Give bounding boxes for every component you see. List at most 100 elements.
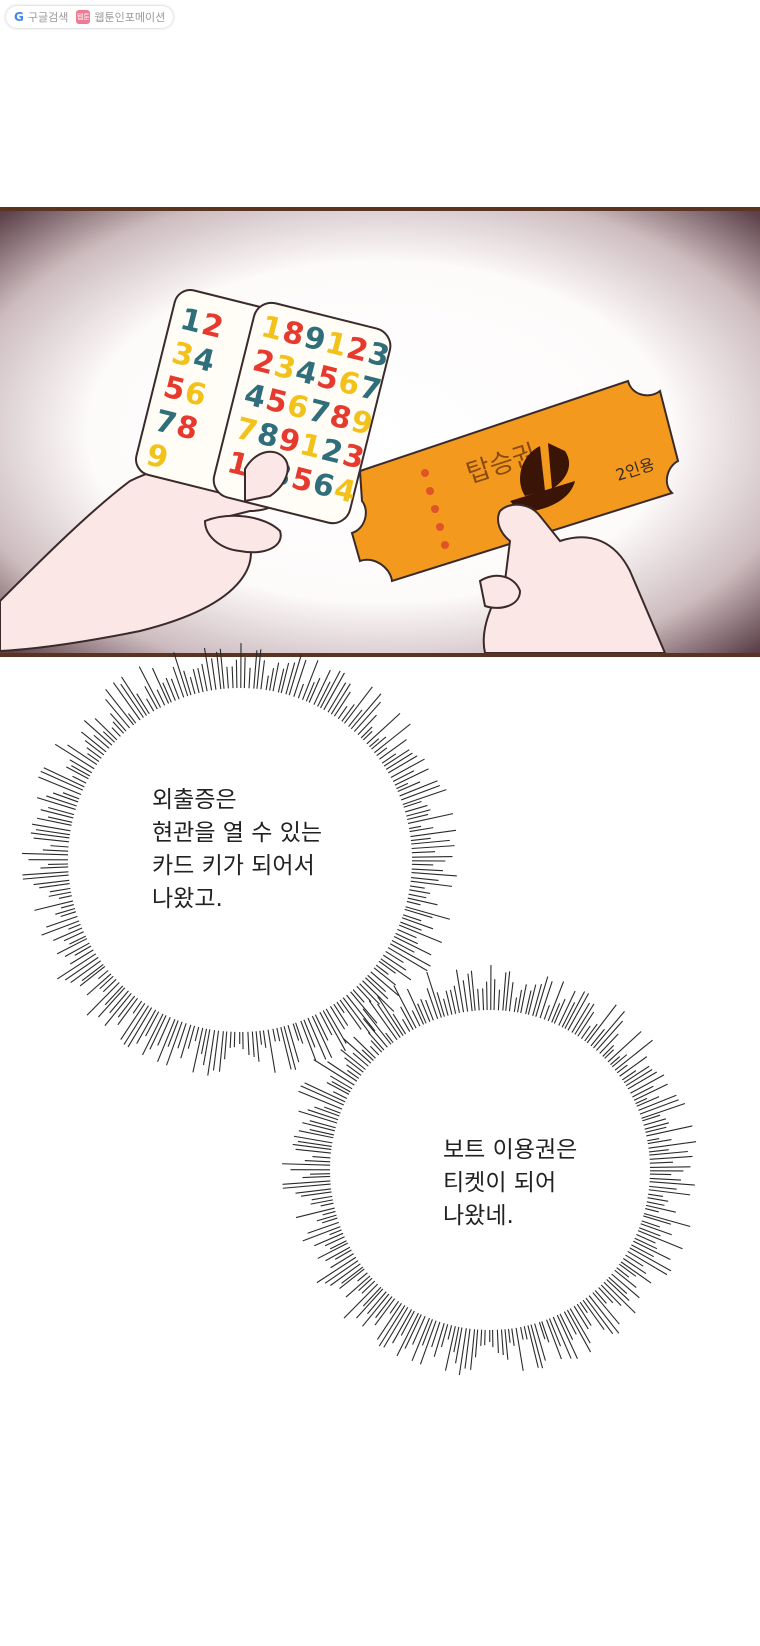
webtoon-icon: 웹툰 — [76, 10, 91, 24]
burst-line — [112, 682, 141, 721]
burst-line — [546, 1319, 562, 1360]
burst-line — [64, 942, 90, 958]
burst-line — [86, 973, 112, 996]
burst-line — [314, 1232, 344, 1247]
burst-line — [81, 731, 107, 753]
burst-line — [611, 1273, 640, 1299]
burst-line — [404, 804, 428, 813]
burst-line — [146, 698, 155, 712]
burst-line — [365, 977, 389, 1000]
burst-line — [643, 1118, 667, 1126]
caption-1-line: 현관을 열 수 있는 — [152, 820, 323, 846]
burst-line — [128, 713, 137, 724]
burst-line — [329, 1006, 346, 1030]
burst-line — [46, 915, 78, 928]
burst-line — [347, 1069, 360, 1079]
burst-line — [283, 1026, 297, 1070]
burst-line — [394, 768, 429, 786]
burst-line — [339, 999, 362, 1030]
burst-line — [392, 770, 415, 783]
burst-line — [120, 1002, 146, 1040]
burst-line — [625, 1254, 644, 1267]
burst-line — [104, 985, 124, 1006]
burst-line — [67, 744, 98, 766]
burst-line — [389, 1300, 399, 1314]
burst-line — [399, 780, 438, 797]
burst-line — [646, 1201, 665, 1206]
burst-line — [357, 714, 377, 736]
burst-line — [643, 1212, 691, 1228]
burst-line — [566, 1309, 592, 1353]
site-badge[interactable]: G 구글검색 웹툰 웹툰인포메이션 — [6, 6, 174, 28]
burst-line — [453, 1326, 460, 1353]
burst-line — [302, 1175, 331, 1179]
burst-line — [157, 1019, 176, 1063]
burst-line — [83, 720, 113, 746]
burst-line — [297, 683, 304, 699]
burst-line — [256, 649, 262, 689]
burst-line — [426, 971, 442, 1018]
burst-line — [538, 1322, 546, 1340]
burst-line — [527, 984, 537, 1015]
caption-1-line: 나왔고. — [152, 886, 223, 912]
burst-line — [496, 1329, 499, 1354]
burst-line — [192, 1027, 204, 1073]
burst-line — [327, 1061, 358, 1082]
burst-line — [449, 989, 457, 1014]
burst-line — [327, 682, 347, 713]
burst-line — [515, 1327, 524, 1371]
burst-line — [342, 1038, 372, 1064]
burst-line — [517, 989, 523, 1013]
burst-line — [330, 683, 351, 715]
burst-line — [53, 927, 83, 941]
burst-line — [610, 1056, 621, 1066]
caption-2: 보트 이용권은 티켓이 되어 나왔네. — [443, 1134, 577, 1233]
left-finger — [203, 514, 282, 554]
burst-line — [43, 767, 85, 788]
burst-line — [648, 1149, 669, 1153]
burst-line — [30, 832, 70, 839]
burst-line — [599, 1033, 619, 1054]
burst-line — [396, 1312, 419, 1357]
burst-line — [97, 987, 126, 1018]
burst-line — [411, 856, 453, 858]
burst-line — [641, 1220, 661, 1228]
burst-line — [511, 1328, 515, 1346]
burst-line — [404, 1314, 422, 1349]
burst-line — [87, 753, 100, 762]
burst-line — [411, 1317, 430, 1362]
burst-line — [202, 1029, 211, 1066]
burst-line — [70, 960, 101, 983]
burst-line — [207, 1030, 216, 1076]
burst-line — [410, 837, 431, 842]
burst-line — [649, 1161, 674, 1164]
caption-2-line: 보트 이용권은 — [443, 1137, 578, 1163]
burst-line — [136, 1009, 157, 1044]
burst-line — [401, 917, 434, 930]
burst-line — [345, 1275, 371, 1298]
burst-line — [627, 1071, 658, 1090]
burst-line — [320, 1202, 334, 1207]
burst-line — [312, 1155, 331, 1159]
burst-line — [156, 689, 166, 706]
burst-line — [556, 1314, 578, 1359]
burst-line — [371, 736, 387, 750]
burst-line — [645, 1208, 659, 1213]
burst-line — [367, 974, 387, 993]
burst-line — [313, 1059, 355, 1086]
burst-line — [200, 1028, 208, 1054]
boat-icon — [510, 443, 575, 513]
burst-line — [280, 662, 290, 694]
burst-line — [380, 958, 412, 981]
burst-line — [393, 935, 432, 956]
burst-line — [381, 753, 397, 764]
burst-line — [375, 1296, 393, 1319]
burst-line — [72, 775, 87, 784]
burst-line — [370, 971, 399, 997]
burst-line — [383, 749, 410, 767]
burst-line — [482, 988, 485, 1011]
burst-line — [369, 1045, 380, 1056]
burst-line — [330, 1253, 354, 1269]
burst-line — [224, 1031, 228, 1060]
burst-line — [493, 979, 496, 1011]
